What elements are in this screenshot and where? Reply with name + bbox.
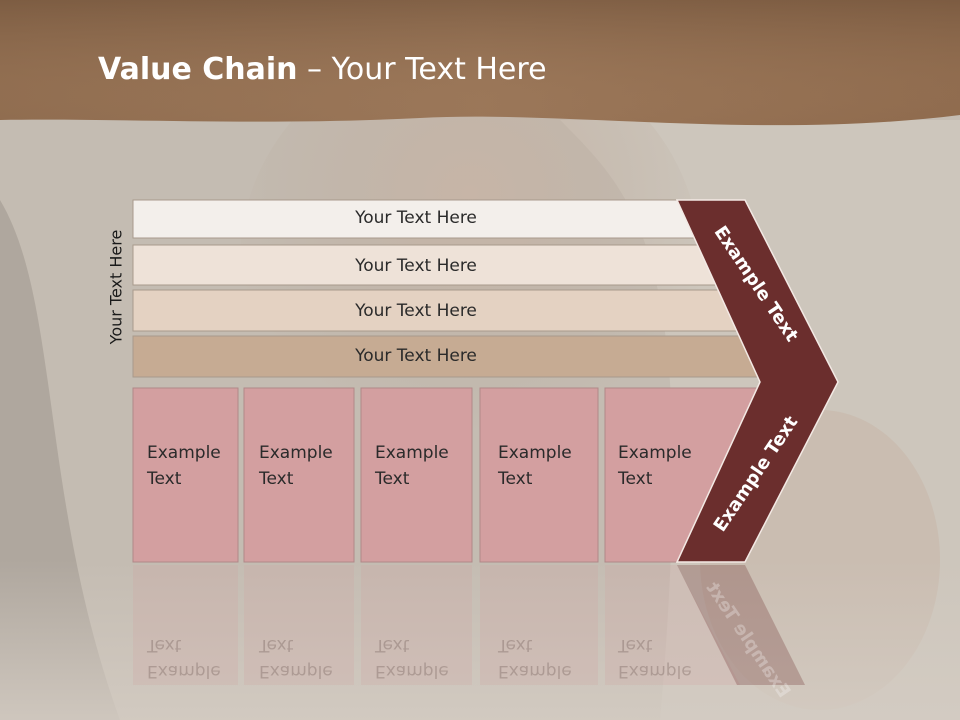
cell-reflection-bg-3 (361, 565, 472, 685)
cell-reflection-bg-5 (605, 565, 740, 685)
cell-reflection-bg-1 (133, 565, 238, 685)
cell-reflection-bg-2 (244, 565, 354, 685)
cell-3 (360, 387, 473, 563)
slide-title: Value Chain – Your Text Here (98, 52, 547, 87)
title-bold: Value Chain (98, 52, 298, 87)
cell-reflection-bg-4 (480, 565, 598, 685)
title-rest: – Your Text Here (297, 52, 547, 87)
band-label-4: Your Text Here (355, 346, 477, 366)
chevron-reflection (677, 565, 805, 685)
chevron-arrow (675, 199, 839, 563)
cell-1 (132, 387, 239, 563)
band-label-2: Your Text Here (355, 256, 477, 276)
cell-2 (243, 387, 355, 563)
cell-4 (479, 387, 599, 563)
band-label-1: Your Text Here (355, 208, 477, 228)
band-label-3: Your Text Here (355, 301, 477, 321)
